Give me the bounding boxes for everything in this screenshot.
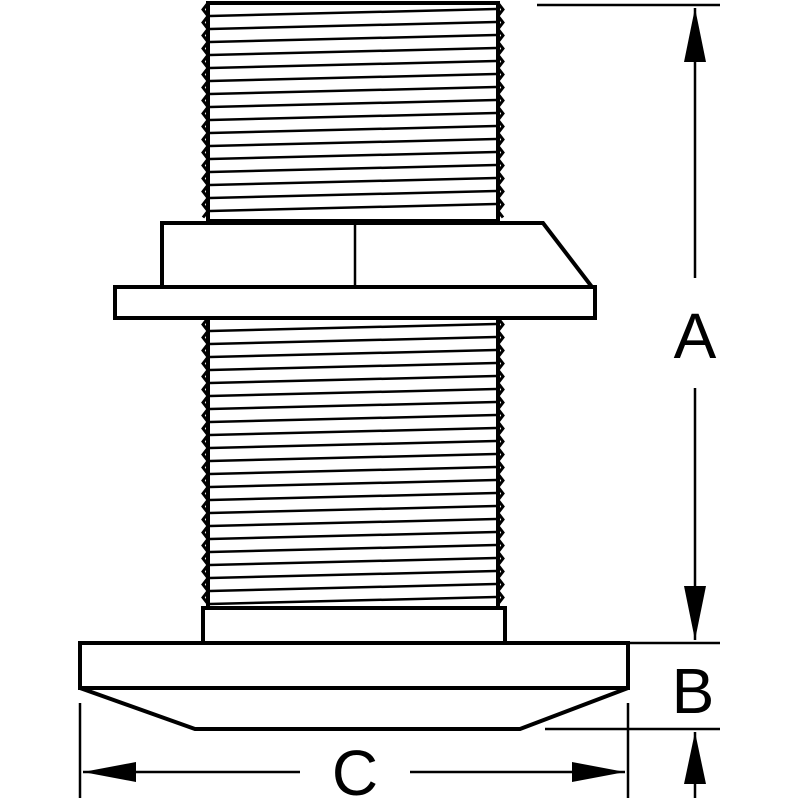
thread-line bbox=[209, 400, 497, 411]
thread-line bbox=[209, 530, 497, 541]
thread-line bbox=[209, 150, 497, 161]
thread-line bbox=[209, 72, 497, 83]
dimension-a: A bbox=[537, 3, 720, 640]
thread-line bbox=[209, 322, 497, 333]
lower-threaded-shaft bbox=[201, 316, 505, 610]
thread-line bbox=[209, 137, 497, 148]
thread-line bbox=[209, 426, 497, 437]
dimension-b-arrow bbox=[684, 732, 706, 784]
dimension-c-right-arrow bbox=[572, 762, 625, 782]
washer bbox=[113, 285, 597, 320]
thread-line bbox=[209, 189, 497, 200]
thread-line bbox=[209, 33, 497, 44]
thread-line bbox=[209, 595, 497, 606]
thread-line bbox=[209, 7, 497, 18]
thread-line bbox=[209, 348, 497, 359]
thread-line bbox=[209, 111, 497, 122]
upper-threaded-shaft bbox=[201, 1, 505, 223]
hex-nut bbox=[160, 221, 597, 289]
thread-line bbox=[209, 387, 497, 398]
thread-line bbox=[209, 176, 497, 187]
thread-line bbox=[209, 361, 497, 372]
thread-line bbox=[209, 413, 497, 424]
flange-head bbox=[78, 641, 630, 731]
dimension-c: C bbox=[78, 703, 630, 800]
thread-line bbox=[209, 374, 497, 385]
thread-line bbox=[209, 124, 497, 135]
thread-line bbox=[209, 202, 497, 213]
fitting-neck bbox=[201, 606, 507, 646]
flange-bevel bbox=[79, 686, 629, 731]
dimension-b-label: B bbox=[672, 655, 715, 727]
upper-thread-lines bbox=[201, 2, 505, 219]
thread-line bbox=[209, 491, 497, 502]
dimension-c-left-arrow bbox=[83, 762, 136, 782]
dimension-a-bottom-arrow bbox=[684, 586, 706, 640]
thread-line bbox=[209, 582, 497, 593]
thread-edge-left bbox=[201, 317, 210, 605]
flange-top bbox=[78, 641, 630, 690]
thread-line bbox=[209, 439, 497, 450]
thread-edge-right bbox=[496, 317, 505, 605]
dimension-b: B bbox=[545, 641, 720, 798]
thread-line bbox=[209, 465, 497, 476]
thread-line bbox=[209, 569, 497, 580]
thread-line bbox=[209, 98, 497, 109]
thread-line bbox=[209, 504, 497, 515]
thread-edge-right bbox=[496, 2, 505, 219]
thread-line bbox=[209, 46, 497, 57]
thread-line bbox=[209, 335, 497, 346]
thread-line bbox=[209, 20, 497, 31]
thread-line bbox=[209, 543, 497, 554]
dimension-a-top-arrow bbox=[684, 8, 706, 62]
thread-line bbox=[209, 452, 497, 463]
thread-edge-left bbox=[201, 2, 210, 219]
dimension-c-label: C bbox=[332, 737, 378, 800]
thread-line bbox=[209, 556, 497, 567]
dimension-a-label: A bbox=[674, 300, 717, 372]
thread-line bbox=[209, 59, 497, 70]
thread-line bbox=[209, 163, 497, 174]
thread-line bbox=[209, 85, 497, 96]
thread-line bbox=[209, 517, 497, 528]
lower-thread-lines bbox=[201, 317, 505, 606]
thread-line bbox=[209, 478, 497, 489]
